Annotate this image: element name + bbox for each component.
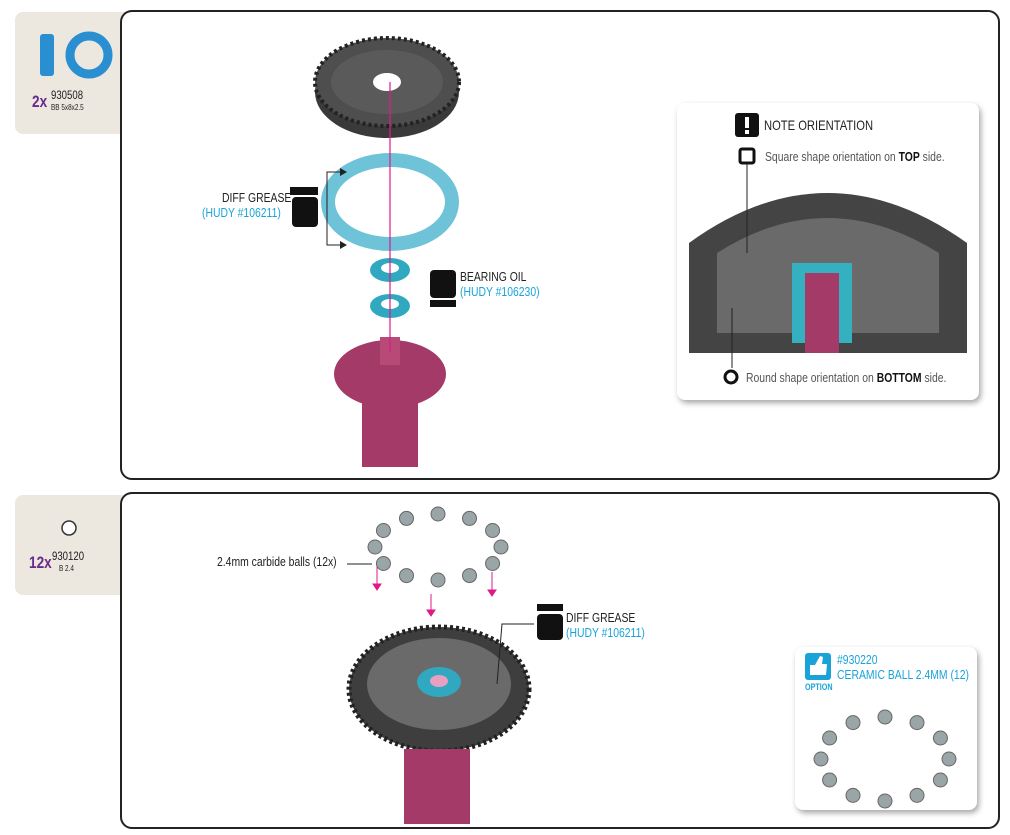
ball [822, 772, 838, 788]
bearing-oil-label: BEARING OIL [460, 269, 527, 284]
ball [813, 751, 829, 767]
step2-panel: 2.4mm carbide balls (12x) DIFF GREASE (H… [120, 492, 1000, 829]
bearing-oil-ref: (HUDY #106230) [460, 284, 540, 299]
ball [367, 539, 383, 555]
ball [399, 568, 414, 584]
part-desc: B 2.4 [59, 564, 74, 573]
option-part-number: #930220 [837, 652, 878, 667]
step1-panel: DIFF GREASE (HUDY #106211) BEARING OIL (… [120, 10, 1000, 480]
ball [485, 556, 501, 571]
ball [845, 715, 861, 731]
ceramic-balls-image [805, 653, 957, 809]
part-number: 930120 [52, 549, 85, 563]
step1-exploded-diagram [290, 36, 461, 467]
parts-tab-step2: 12x 930120 B 2.4 [15, 495, 125, 595]
carbide-balls-label: 2.4mm carbide balls (12x) [217, 554, 337, 569]
option-badge: OPTION [805, 682, 833, 692]
thumbs-up-option-icon [805, 653, 831, 680]
ball [932, 730, 948, 746]
part-desc: BB 5x8x2.5 [51, 103, 84, 112]
ball [375, 556, 391, 571]
bearing-icon [40, 31, 113, 79]
ball [430, 506, 446, 522]
ball [932, 772, 948, 788]
ball [430, 572, 446, 588]
round-orientation-text: Round shape orientation on BOTTOM side. [746, 370, 947, 385]
note-orientation-box: NOTE ORIENTATION Square shape orientatio… [677, 103, 979, 400]
part-qty: 12x [29, 553, 52, 572]
option-box: OPTION #930220 CERAMIC BALL 2.4MM (12) [795, 647, 977, 810]
square-orientation-text: Square shape orientation on TOP side. [765, 149, 945, 164]
ball [493, 539, 509, 555]
part-qty: 2x [32, 92, 48, 111]
ball [877, 793, 893, 809]
ball [909, 715, 925, 731]
ball [845, 787, 861, 803]
ball [877, 709, 893, 725]
diff-grease-label: DIFF GREASE [566, 610, 636, 625]
gear-assembly [346, 624, 532, 824]
ball [375, 523, 391, 538]
step2-diagram [346, 506, 563, 824]
ball [941, 751, 957, 767]
ball-icon [61, 520, 77, 536]
diff-grease-label: DIFF GREASE [222, 190, 292, 205]
bearing-oil-icon [430, 270, 456, 307]
spur-gear [313, 36, 461, 138]
parts-tab-step1: 2x 930508 BB 5x8x2.5 [15, 12, 125, 134]
orientation-detail-image [689, 113, 967, 385]
ball [462, 568, 477, 584]
ball [909, 787, 925, 803]
diff-outdrive [334, 337, 446, 467]
diff-grease-ref: (HUDY #106211) [202, 205, 281, 220]
note-title: NOTE ORIENTATION [764, 117, 874, 133]
ball [822, 730, 838, 746]
diff-grease-icon [290, 187, 318, 227]
diff-grease-ref: (HUDY #106211) [566, 625, 645, 640]
ball [462, 510, 477, 526]
part-number: 930508 [51, 88, 84, 102]
diff-grease-icon [537, 604, 563, 640]
ball [485, 523, 501, 538]
option-desc: CERAMIC BALL 2.4MM (12) [837, 667, 969, 682]
ball [399, 510, 414, 526]
